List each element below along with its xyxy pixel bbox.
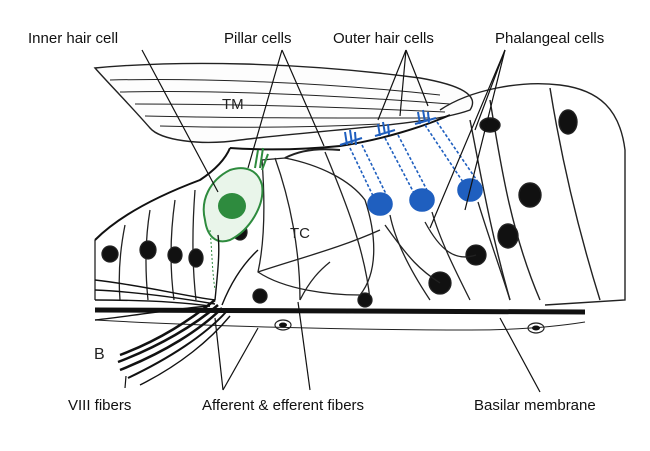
inner-hair-cell-label: Inner hair cell	[28, 30, 119, 47]
basilar-membrane	[94, 307, 586, 334]
b-label: B	[94, 346, 105, 363]
supporting-cells-left	[94, 189, 268, 304]
nerve-fibers	[94, 234, 259, 386]
supporting-cells-right	[439, 83, 626, 306]
viii-fibers-label: VIII fibers	[68, 397, 132, 414]
pillar-cells-label: Pillar cells	[224, 30, 292, 47]
reticular-lamina	[94, 114, 451, 241]
afferent-efferent-fibers-label: Afferent & efferent fibers	[202, 397, 365, 414]
outer-hair-cell-1	[339, 129, 393, 216]
pillar-cells	[257, 148, 381, 308]
outer-hair-cell-2	[374, 121, 435, 212]
tunnel-of-corti-label: TC	[290, 225, 310, 242]
outer-hair-cells-label: Outer hair cells	[333, 30, 434, 47]
outer-hair-cell-3	[414, 109, 483, 202]
tectorial-membrane-label: TM	[222, 96, 244, 113]
basilar-membrane-label: Basilar membrane	[474, 397, 596, 414]
phalangeal-cells	[384, 201, 511, 301]
leader-lines	[124, 49, 541, 393]
phalangeal-cells-label: Phalangeal cells	[495, 30, 605, 47]
